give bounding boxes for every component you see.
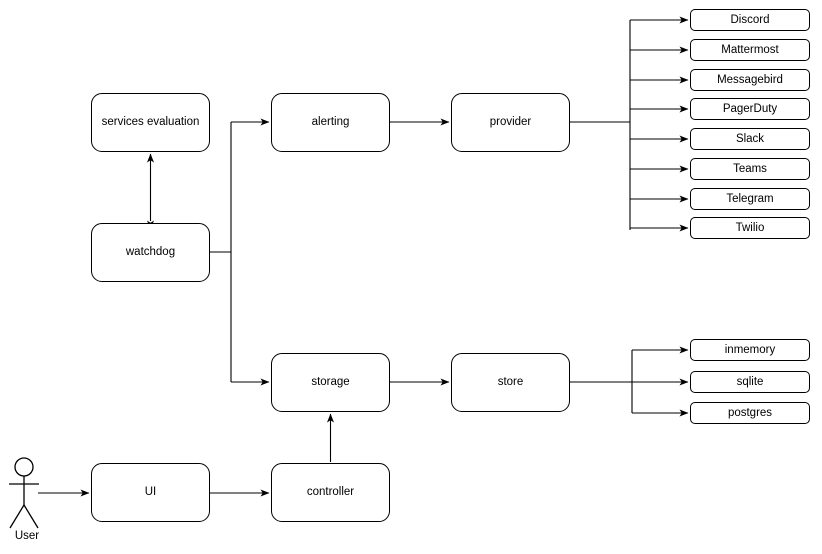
- store-backend-label: inmemory: [724, 343, 776, 356]
- node-storage[interactable]: storage: [271, 353, 390, 412]
- provider-backend-messagebird[interactable]: Messagebird: [690, 69, 810, 91]
- node-services-evaluation[interactable]: services evaluation: [91, 93, 210, 152]
- node-ui[interactable]: UI: [91, 463, 210, 522]
- provider-backend-twilio[interactable]: Twilio: [690, 217, 810, 239]
- provider-backend-label: Twilio: [735, 221, 765, 234]
- store-backend-sqlite[interactable]: sqlite: [690, 371, 810, 393]
- user-actor-label: User: [14, 530, 40, 542]
- node-controller[interactable]: controller: [271, 463, 390, 522]
- node-services-evaluation-label: services evaluation: [101, 116, 200, 129]
- node-alerting[interactable]: alerting: [271, 93, 390, 152]
- store-backend-inmemory[interactable]: inmemory: [690, 339, 810, 361]
- provider-backend-label: Telegram: [726, 192, 774, 205]
- provider-backend-label: Teams: [733, 162, 767, 175]
- store-backend-postgres[interactable]: postgres: [690, 402, 810, 424]
- provider-backend-pagerduty[interactable]: PagerDuty: [690, 98, 810, 120]
- provider-backend-mattermost[interactable]: Mattermost: [690, 39, 810, 61]
- node-storage-label: storage: [311, 376, 350, 389]
- node-store-label: store: [497, 376, 524, 389]
- provider-backend-telegram[interactable]: Telegram: [690, 188, 810, 210]
- provider-backend-label: Messagebird: [717, 73, 783, 86]
- node-watchdog[interactable]: watchdog: [91, 223, 210, 282]
- store-backend-label: postgres: [727, 406, 773, 419]
- provider-backend-label: Discord: [730, 13, 770, 26]
- provider-backend-label: Slack: [735, 132, 765, 145]
- node-alerting-label: alerting: [311, 116, 350, 129]
- node-ui-label: UI: [144, 486, 157, 499]
- provider-backend-discord[interactable]: Discord: [690, 9, 810, 31]
- provider-backend-label: Mattermost: [721, 43, 779, 56]
- provider-backend-slack[interactable]: Slack: [690, 128, 810, 150]
- node-watchdog-label: watchdog: [125, 246, 176, 259]
- node-store[interactable]: store: [451, 353, 570, 412]
- store-backend-label: sqlite: [736, 375, 764, 388]
- provider-backend-label: PagerDuty: [722, 102, 778, 115]
- node-provider[interactable]: provider: [451, 93, 570, 152]
- user-actor-figure: [9, 457, 39, 529]
- node-provider-label: provider: [489, 116, 532, 129]
- provider-backend-teams[interactable]: Teams: [690, 158, 810, 180]
- node-controller-label: controller: [306, 486, 355, 499]
